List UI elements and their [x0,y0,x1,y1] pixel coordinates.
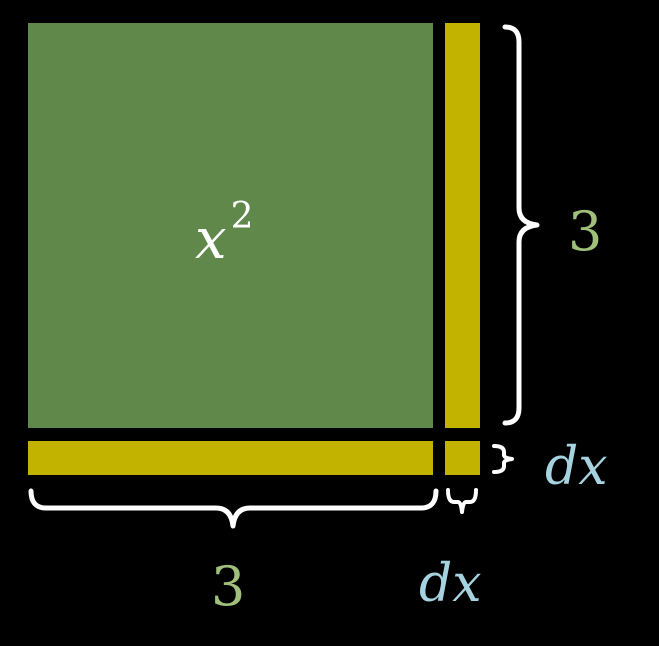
right-side-label: 3 [568,200,602,263]
area-label-exponent: 2 [231,196,254,237]
right-dx-brace [492,444,514,474]
corner-dx-square [445,441,480,475]
right-side-brace [502,24,540,426]
right-dx-label: dx [545,437,608,497]
bottom-dx-strip [28,441,433,475]
area-label-base: x [195,207,227,272]
bottom-dx-label: dx [419,554,482,614]
bottom-side-label: 3 [211,555,245,618]
right-dx-strip [445,23,480,428]
x-squared-square [28,23,433,428]
bottom-dx-brace [446,488,478,514]
bottom-side-brace [28,488,439,529]
